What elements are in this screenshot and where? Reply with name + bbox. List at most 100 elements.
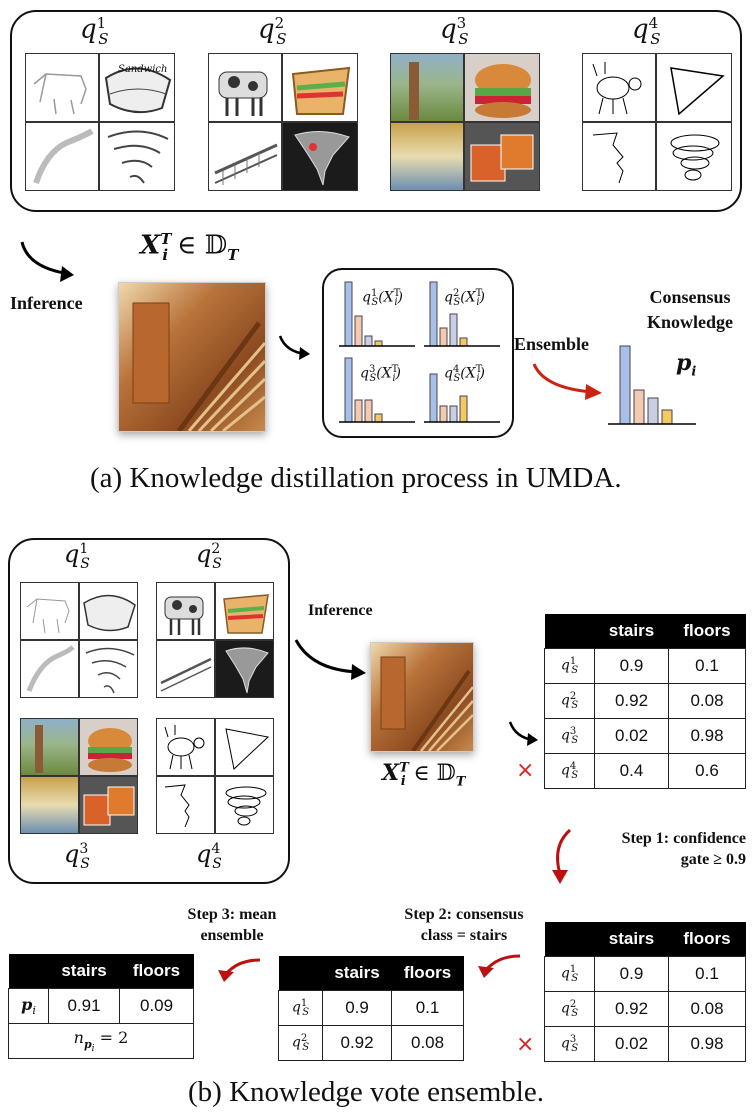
sketch-tornado-image xyxy=(99,122,175,191)
source-label-q4: q4S xyxy=(632,14,661,48)
source-label-q2: q2S xyxy=(258,14,287,48)
source-grid-sketch-b xyxy=(20,582,138,698)
consensus-line1: Consensus xyxy=(649,287,731,307)
clipart-cow-image-b xyxy=(156,582,215,640)
quickdraw-ant-image-b xyxy=(156,718,215,776)
mini-chart-q4 xyxy=(424,373,500,423)
mini-chart-label-q4: q4S(XTi) xyxy=(444,364,485,385)
clipart-tornado-image xyxy=(282,122,358,191)
sketch-sandwich-text: Sandwich xyxy=(118,64,168,75)
step1-label: Step 1: confidence gate ≥ 0.9 xyxy=(586,830,746,869)
mini-chart-label-q2: q2S(XTi) xyxy=(444,288,485,309)
clipart-cow-image xyxy=(208,53,282,122)
reject-mark-q3: × xyxy=(516,1032,535,1057)
source-label-b-q3: q3S xyxy=(64,840,90,872)
ensemble-arrow-a xyxy=(532,363,602,400)
clipart-sandwich-image xyxy=(282,53,358,122)
mini-chart-label-q1: q1S(XTi) xyxy=(362,288,403,309)
mini-chart-q1 xyxy=(339,281,415,347)
clipart-sandwich-image-b xyxy=(215,582,274,640)
quickdraw-pizza-image-b xyxy=(215,718,274,776)
clipart-stairs-image-b xyxy=(156,640,215,698)
painting-burger-image-b xyxy=(79,718,138,776)
mini-chart-label-q3: q3S(XTi) xyxy=(360,364,401,385)
source-label-b-q1: q1S xyxy=(64,540,90,572)
consensus-label-a: Consensus Knowledge xyxy=(630,287,750,333)
step1-line1: Step 1: confidence xyxy=(621,830,746,847)
inference-arrow-a xyxy=(20,241,74,282)
sketch-stairs-image xyxy=(25,122,99,191)
source-grid-quickdraw-b xyxy=(156,718,274,834)
inference-label-b: Inference xyxy=(308,602,373,619)
painting-horse-image-b xyxy=(20,718,79,776)
target-sample-label-b: XTi ∈ 𝔻T xyxy=(382,760,466,790)
sketch-cow-image xyxy=(25,53,99,122)
step3-arrow xyxy=(218,958,261,982)
consensus-line2: Knowledge xyxy=(646,312,733,332)
source-label-q3: q3S xyxy=(440,14,469,48)
source-grid-quickdraw-a xyxy=(582,53,732,191)
step2-arrow xyxy=(478,954,521,978)
result-row: pi 0.91 0.09 xyxy=(8,988,194,1024)
arrow-to-predictions-a xyxy=(278,335,310,360)
painting-fire-image xyxy=(464,122,540,191)
painting-burger-image xyxy=(464,53,540,122)
step3-label: Step 3: mean ensemble xyxy=(172,906,292,945)
col-floors: floors xyxy=(668,614,746,649)
source-grid-clipart-a xyxy=(208,53,358,191)
result-stairs: 0.91 xyxy=(47,988,121,1024)
source-label-b-q2: q2S xyxy=(196,540,222,572)
inference-label-a: Inference xyxy=(10,293,83,313)
caption-b: (b) Knowledge vote ensemble. xyxy=(188,1076,544,1108)
mini-chart-q2 xyxy=(424,281,500,347)
source-grid-sketch-a: Sandwich xyxy=(25,53,175,191)
step1-line2: gate ≥ 0.9 xyxy=(680,851,746,868)
col-stairs: stairs xyxy=(594,614,669,649)
arrow-to-table1 xyxy=(508,721,538,746)
step2-line1: Step 2: consensus xyxy=(404,906,524,923)
target-sample-label-a: XTi ∈ 𝔻T xyxy=(140,230,239,264)
painting-fire-image-b xyxy=(79,776,138,834)
step1-arrow xyxy=(552,828,572,884)
inference-arrow-b xyxy=(294,639,366,680)
source-label-b-q4: q4S xyxy=(196,840,222,872)
target-stairs-photo-a xyxy=(118,282,267,433)
sketch-tornado-image-b xyxy=(79,640,138,698)
sketch-sandwich-image-b xyxy=(79,582,138,640)
quickdraw-pizza-image xyxy=(656,53,732,122)
painting-horse-image xyxy=(390,53,464,122)
source-grid-painting-a xyxy=(390,53,540,191)
result-floors: 0.09 xyxy=(119,988,194,1024)
quickdraw-tornado-image xyxy=(656,122,732,191)
clipart-stairs-image xyxy=(208,122,282,191)
consensus-chart-a xyxy=(608,345,696,425)
painting-waterfall-image-b xyxy=(20,776,79,834)
painting-waterfall-image xyxy=(390,122,464,191)
reject-mark-q4: × xyxy=(516,758,535,783)
mini-chart-q3 xyxy=(339,357,415,423)
source-label-q1: q1S xyxy=(80,14,109,48)
caption-a: (a) Knowledge distillation process in UM… xyxy=(90,462,622,494)
quickdraw-tornado-image-b xyxy=(215,776,274,834)
source-predictions-box-a xyxy=(322,268,514,438)
step2-label: Step 2: consensus class = stairs xyxy=(386,906,542,945)
target-stairs-photo-b xyxy=(370,642,474,753)
step3-line2: ensemble xyxy=(200,927,264,944)
quickdraw-ant-image xyxy=(582,53,656,122)
quickdraw-face-image-b xyxy=(156,776,215,834)
count-row: npi = 2 xyxy=(8,1023,194,1059)
step3-line1: Step 3: mean xyxy=(187,906,277,923)
clipart-tornado-image-b xyxy=(215,640,274,698)
